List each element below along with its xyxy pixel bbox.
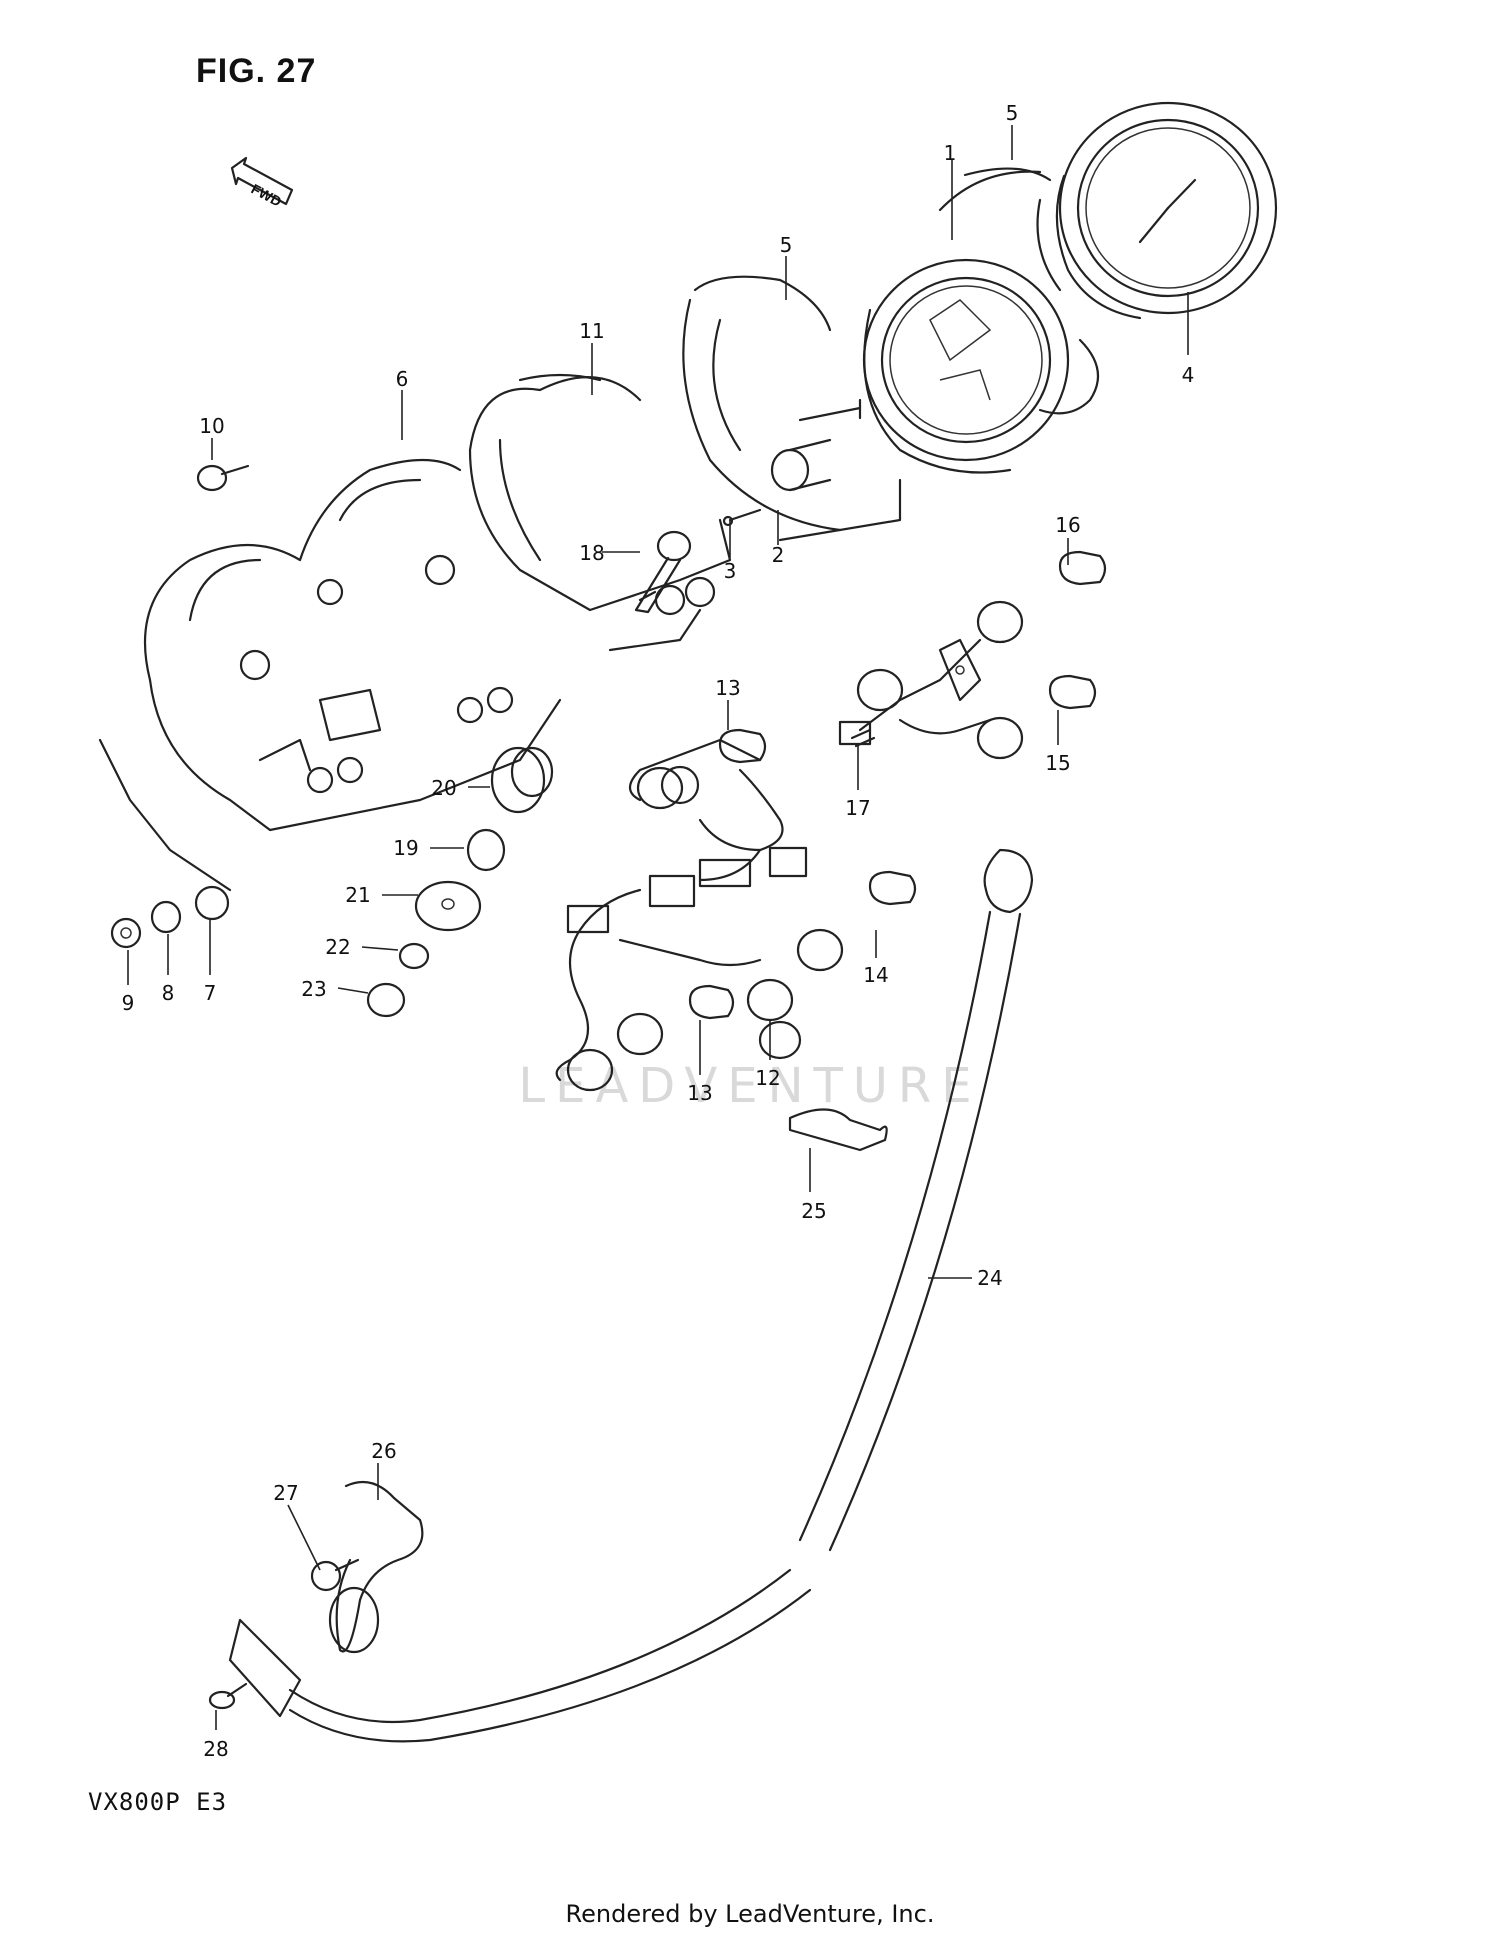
bolt-27 (310, 1558, 360, 1592)
fwd-arrow-icon: FWD (230, 156, 294, 210)
callout-9: 9 (122, 991, 135, 1015)
leader-lines (127, 125, 1189, 1730)
callout-23: 23 (301, 977, 326, 1001)
callout-11: 11 (579, 319, 604, 343)
callout-6: 6 (396, 367, 409, 391)
callout-24: 24 (977, 1266, 1002, 1290)
callout-19: 19 (393, 836, 418, 860)
callout-7: 7 (204, 981, 217, 1005)
callout-21: 21 (345, 883, 370, 907)
callout-22: 22 (325, 935, 350, 959)
callout-10: 10 (199, 414, 224, 438)
callout-15: 15 (1045, 751, 1070, 775)
callout-27: 27 (273, 1481, 298, 1505)
callout-13a: 13 (715, 676, 740, 700)
tachometer (1036, 101, 1278, 320)
callout-26: 26 (371, 1439, 396, 1463)
wiring-harness (555, 600, 1024, 1092)
meter-case-front (938, 167, 1100, 415)
callout-28: 28 (203, 1737, 228, 1761)
callout-1: 1 (944, 141, 957, 165)
callout-14: 14 (863, 963, 888, 987)
bolt-18 (634, 530, 692, 614)
callout-5b: 5 (780, 233, 793, 257)
callout-3: 3 (724, 559, 737, 583)
model-code: VX800P E3 (88, 1788, 228, 1816)
footer-credit: Rendered by LeadVenture, Inc. (565, 1900, 935, 1928)
meter-bracket (468, 373, 732, 652)
callout-8: 8 (162, 981, 175, 1005)
meter-case-rear (682, 275, 902, 542)
speedometer (798, 258, 1070, 474)
trip-knob (770, 438, 832, 492)
callout-12: 12 (755, 1066, 780, 1090)
callout-5a: 5 (1006, 101, 1019, 125)
bulbs (688, 550, 1107, 1020)
speedometer-cable (228, 848, 1034, 1743)
figure-title: FIG. 27 (196, 52, 317, 90)
screw-28 (208, 1682, 248, 1710)
callout-2: 2 (772, 543, 785, 567)
watermark: LEADVENTURE (518, 1058, 982, 1114)
callout-4: 4 (1182, 363, 1195, 387)
screw-3 (722, 508, 762, 527)
cable-guide-26 (328, 1480, 424, 1654)
hardware (110, 464, 554, 1018)
callout-16: 16 (1055, 513, 1080, 537)
callout-25: 25 (801, 1199, 826, 1223)
fwd-label: FWD (249, 181, 285, 210)
callout-20: 20 (431, 776, 456, 800)
callout-13b: 13 (687, 1081, 712, 1105)
callout-labels: 1 2 3 4 5 5 6 7 8 9 10 11 12 13 13 14 15… (122, 101, 1195, 1761)
meter-housing (98, 458, 562, 892)
callout-18: 18 (579, 541, 604, 565)
callout-17: 17 (845, 796, 870, 820)
cable-clamp-25 (788, 1108, 888, 1152)
